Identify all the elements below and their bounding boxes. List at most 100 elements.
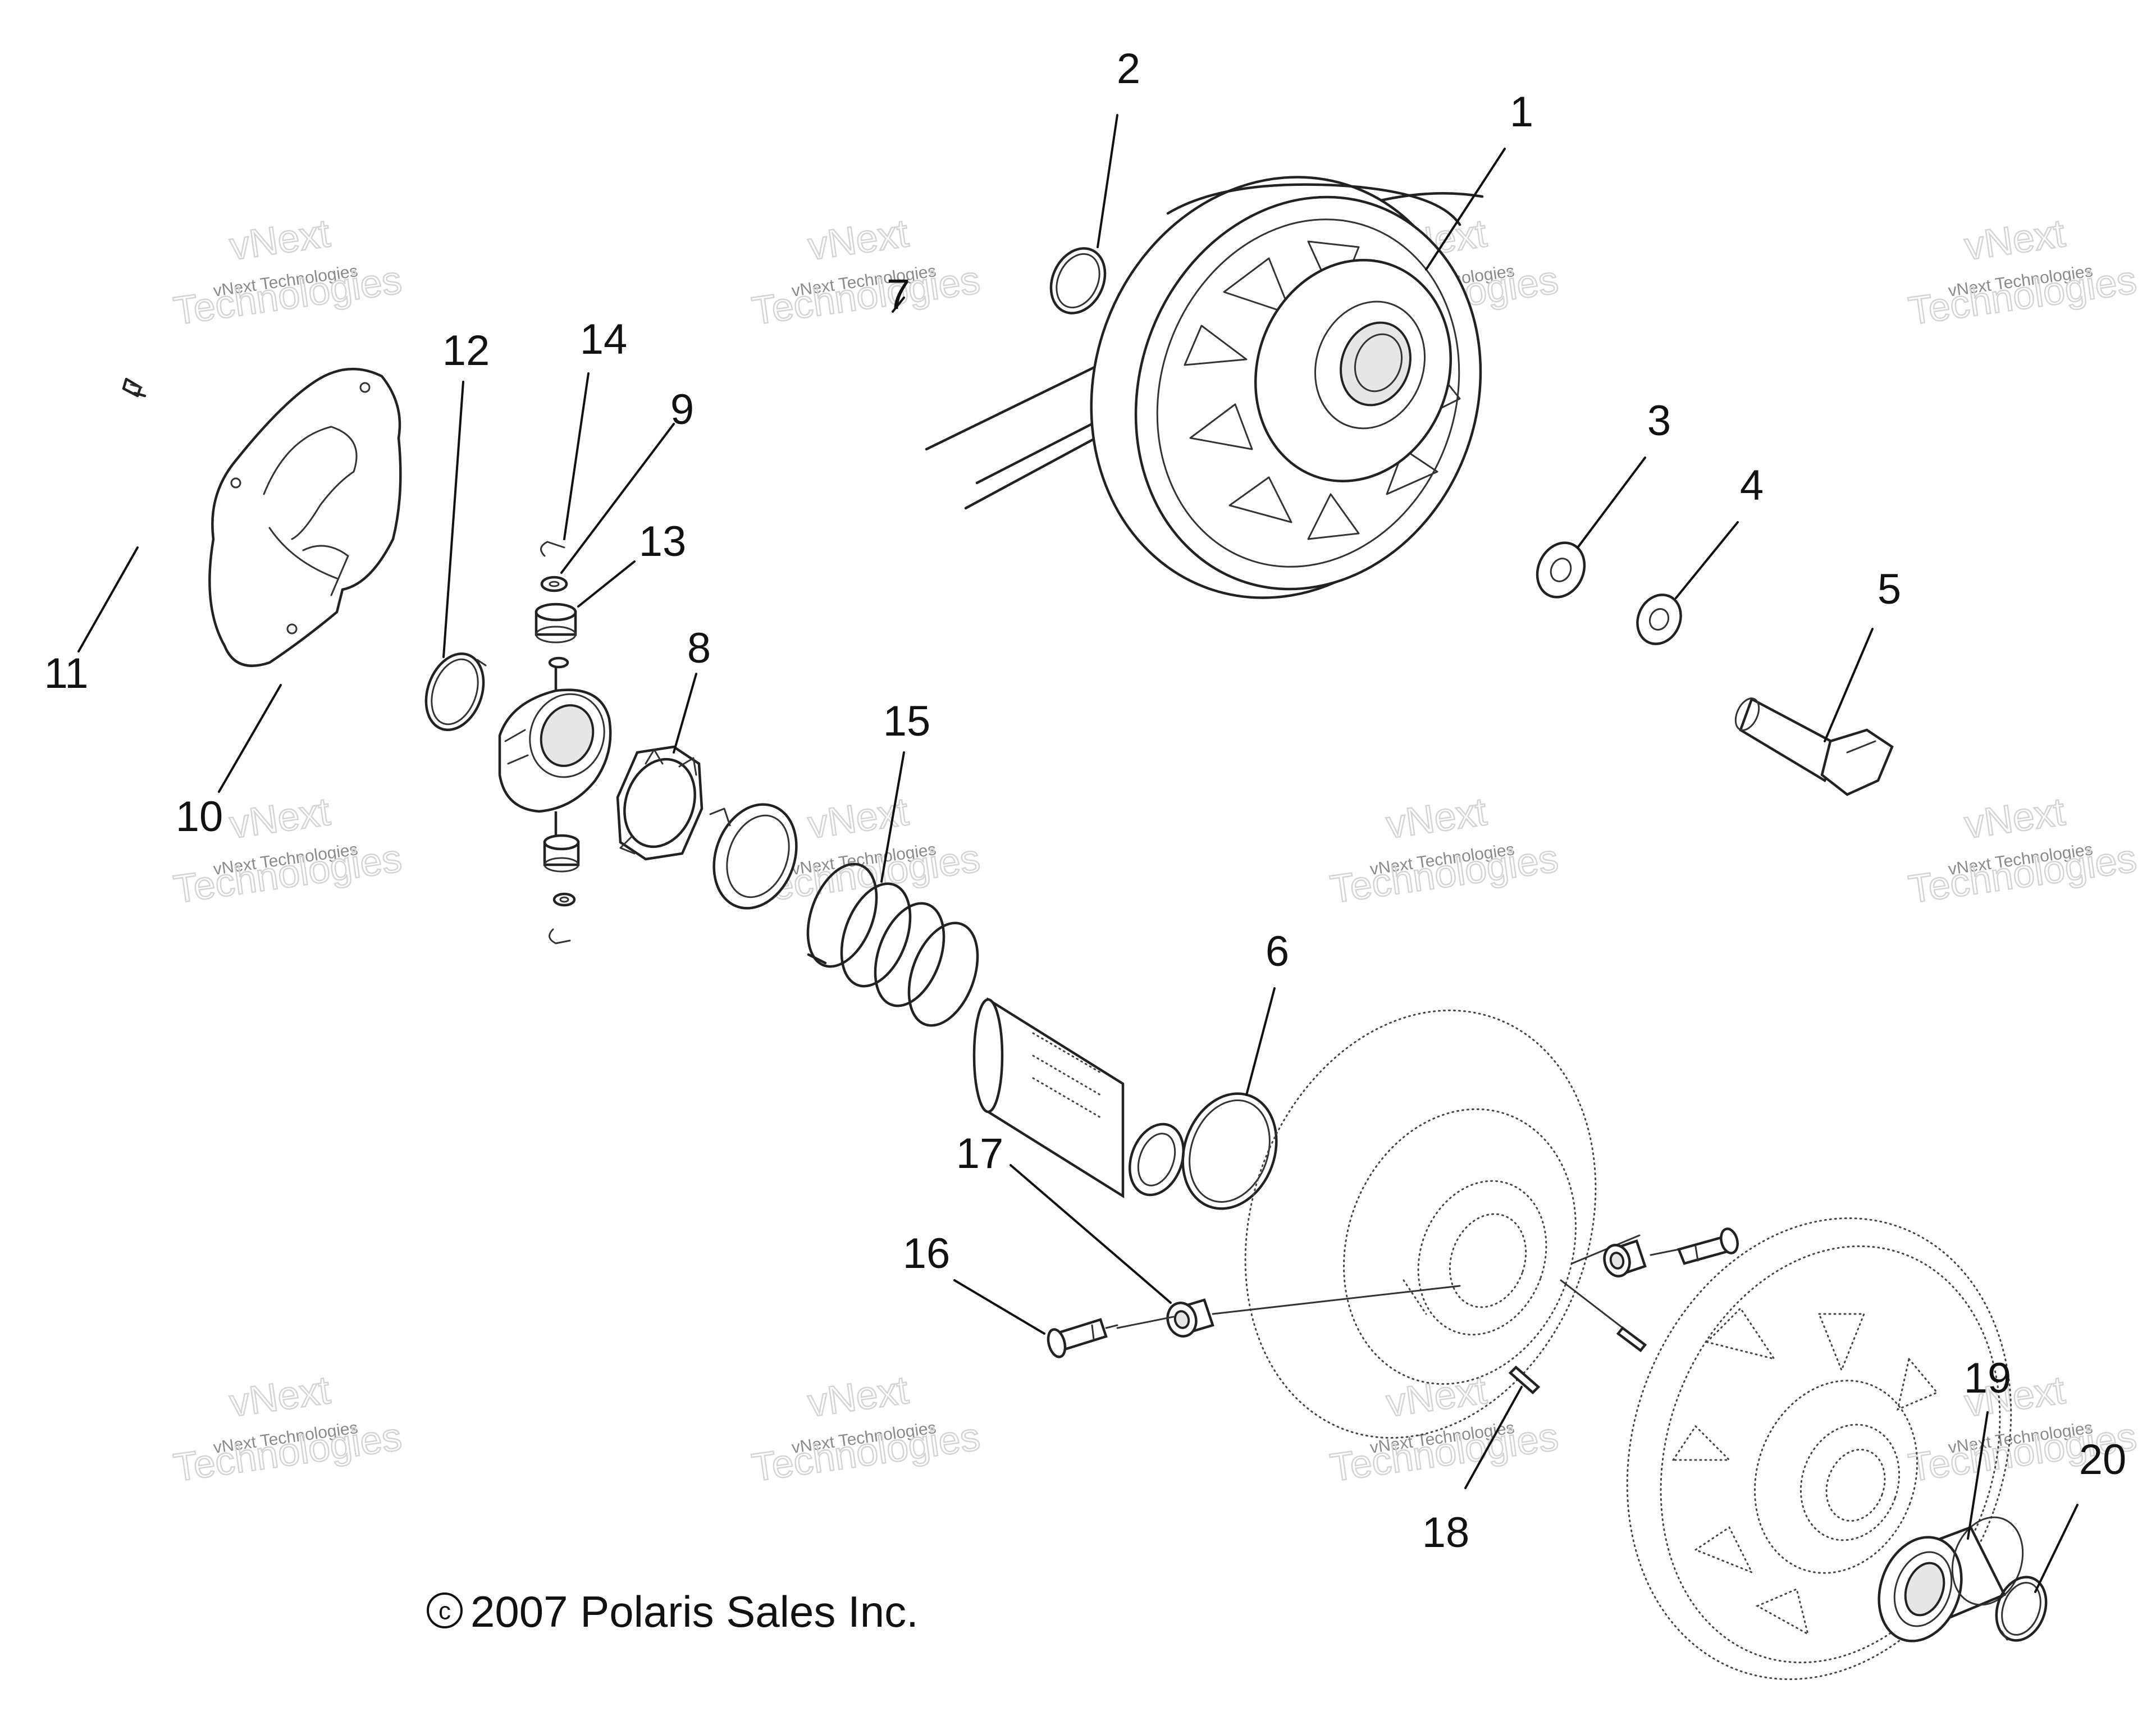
svg-text:Technologies: Technologies [1906, 836, 2139, 911]
callout-5: 5 [1878, 565, 1901, 613]
callout-2: 2 [1117, 45, 1140, 93]
svg-text:vNext: vNext [1962, 211, 2067, 268]
leader-2 [1097, 114, 1118, 248]
clip-part-14 [540, 541, 565, 557]
pin-part-18b [1616, 1326, 1647, 1353]
fixed-sheave [1626, 1217, 2012, 1680]
washer-part-9 [540, 576, 568, 592]
callout-8: 8 [687, 624, 711, 672]
pin-upper [1650, 1227, 1739, 1265]
spring-part-15 [806, 862, 979, 1027]
svg-text:Technologies: Technologies [1327, 836, 1561, 911]
leader-6 [1245, 987, 1276, 1096]
callout-3: 3 [1647, 397, 1671, 445]
watermark: vNext vNext Technologies Technologies [748, 1367, 983, 1490]
callout-20: 20 [2079, 1436, 2127, 1484]
seal-ring-part-6 [1181, 1092, 1278, 1210]
washer-part-4 [1636, 594, 1682, 645]
watermark: vNext vNext Technologies Technologies [170, 1367, 405, 1490]
svg-text:vNext: vNext [805, 1368, 911, 1425]
leader-19 [1967, 1411, 1989, 1540]
callout-4: 4 [1740, 462, 1764, 509]
leader-lines [77, 114, 2079, 1593]
callout-7: 7 [887, 271, 910, 318]
callout-17: 17 [956, 1130, 1004, 1178]
svg-text:Technologies: Technologies [171, 258, 404, 333]
callout-12: 12 [442, 327, 490, 375]
washer-part-3 [1536, 541, 1586, 599]
callout-19: 19 [1964, 1354, 2012, 1402]
leader-9 [560, 423, 675, 574]
pin-part-16 [1047, 1318, 1118, 1358]
leader-15 [880, 751, 905, 883]
leader-18 [1464, 1386, 1523, 1489]
watermark: vNext vNext Technologies Technologies [1905, 788, 2140, 912]
leader-10 [218, 684, 282, 793]
svg-text:vNext: vNext [1383, 790, 1489, 847]
svg-text:Technologies: Technologies [171, 836, 404, 911]
copyright-symbol: c [438, 1598, 451, 1625]
assembly-guide-lines [1116, 1234, 1641, 1338]
shaft-sleeve [972, 997, 1185, 1199]
leader-3 [1577, 457, 1646, 549]
leader-12 [442, 381, 464, 658]
snap-ring-part-12 [424, 652, 487, 732]
callout-15: 15 [883, 697, 931, 745]
driven-clutch-assembly-part [1090, 176, 1482, 599]
svg-text:Technologies: Technologies [1327, 1414, 1561, 1490]
watermark: vNext vNext Technologies Technologies [1327, 788, 1561, 912]
screw-part-11 [122, 377, 147, 398]
svg-text:Technologies: Technologies [1906, 258, 2139, 333]
moveable-sheave [1244, 1009, 1597, 1439]
callout-1: 1 [1510, 88, 1533, 136]
roller-upper [1603, 1239, 1647, 1277]
svg-text:vNext: vNext [227, 1368, 332, 1425]
callout-11: 11 [44, 650, 89, 697]
svg-text:vNext: vNext [1383, 1368, 1489, 1425]
copyright-notice: c 2007 Polaris Sales Inc. [427, 1587, 919, 1636]
callout-16: 16 [903, 1230, 951, 1277]
leader-13 [577, 560, 636, 608]
cam-part-8 [616, 745, 704, 861]
pin-part-18 [1508, 1365, 1541, 1395]
retaining-ring-part-20 [1995, 1576, 2048, 1642]
callout-18: 18 [1422, 1509, 1470, 1557]
callouts: 1 2 3 4 5 6 7 8 9 10 11 12 13 14 15 16 1… [44, 45, 2127, 1557]
svg-text:vNext: vNext [805, 211, 911, 268]
leader-16 [953, 1279, 1045, 1335]
copyright-text: 2007 Polaris Sales Inc. [471, 1587, 919, 1636]
leader-11 [77, 546, 139, 652]
cover-part-10 [208, 367, 402, 667]
callout-13: 13 [639, 518, 687, 565]
svg-text:Technologies: Technologies [171, 1414, 404, 1490]
roller-part-13 [535, 603, 577, 644]
svg-text:Technologies: Technologies [749, 258, 983, 333]
ring-part-2 [1049, 247, 1107, 314]
roller-part-17 [1166, 1298, 1214, 1338]
bearing-part-19 [1878, 1516, 2024, 1642]
leader-17 [1010, 1164, 1172, 1304]
watermark: vNext vNext Technologies Technologies [1905, 210, 2140, 334]
svg-text:vNext: vNext [227, 211, 332, 268]
callout-6: 6 [1266, 928, 1289, 975]
leader-14 [563, 372, 590, 540]
leader-1 [1425, 148, 1506, 271]
callout-10: 10 [176, 793, 223, 841]
spider-assembly [498, 656, 612, 944]
leader-20 [2034, 1504, 2079, 1593]
bolt-part-5 [1734, 697, 1894, 796]
leader-4 [1675, 521, 1739, 599]
svg-text:Technologies: Technologies [749, 1414, 983, 1490]
leader-5 [1824, 628, 1874, 742]
svg-text:vNext: vNext [1962, 790, 2067, 847]
svg-text:vNext: vNext [227, 790, 332, 847]
callout-14: 14 [580, 316, 628, 363]
copyright-circle-icon [427, 1592, 463, 1628]
watermark: vNext vNext Technologies Technologies [170, 210, 405, 334]
leader-8 [673, 673, 697, 754]
cam-plate [709, 803, 798, 910]
leader-7 [892, 296, 905, 313]
watermark: vNext vNext Technologies Technologies [748, 210, 983, 334]
callout-9: 9 [670, 386, 694, 433]
